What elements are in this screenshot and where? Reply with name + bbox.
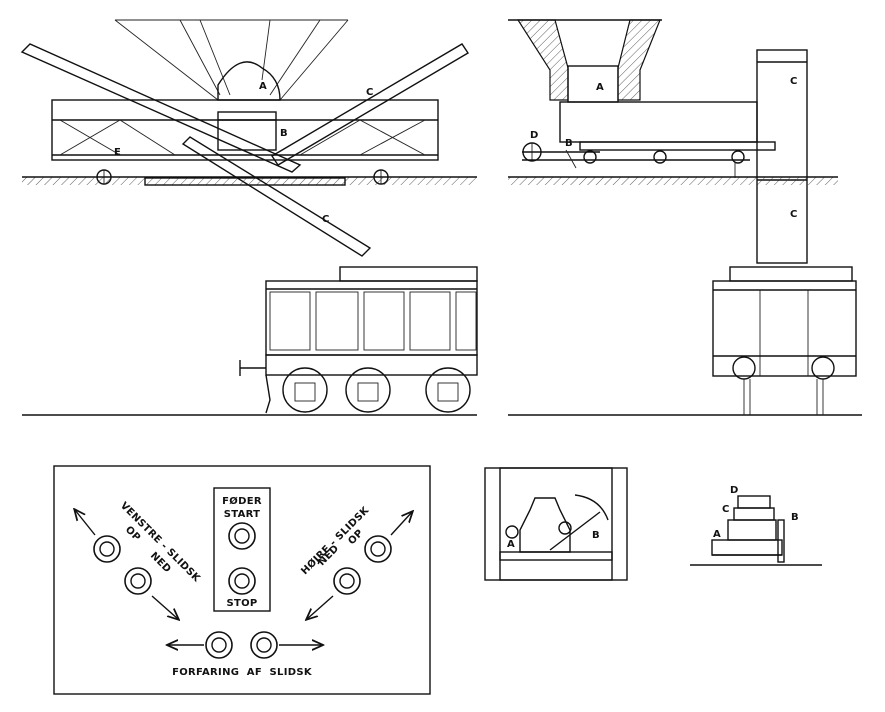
left-chute-down-arrow <box>151 595 178 619</box>
traverse-label: FORFARING AF SLIDSK <box>172 667 313 678</box>
feeder-label: FØDER <box>222 495 262 507</box>
label-a-gate: A <box>507 539 515 550</box>
stack-detail <box>690 495 822 566</box>
feeder-stop-label: STOP <box>226 598 257 609</box>
label-b-right: B <box>565 138 573 149</box>
label-b-gate: B <box>592 530 600 541</box>
label-b-stack: B <box>791 512 799 523</box>
left-chute-up-arrow <box>75 510 96 536</box>
top-right-view <box>508 19 838 264</box>
label-d-stack: D <box>730 485 738 496</box>
label-c: C <box>366 87 373 98</box>
railcar-side-view <box>22 266 478 416</box>
feeder-start-button[interactable] <box>228 522 256 550</box>
label-a: A <box>259 81 267 92</box>
top-left-view <box>20 19 477 257</box>
label-b: B <box>280 128 288 139</box>
traverse-left-button[interactable] <box>205 631 233 659</box>
right-chute-down-arrow <box>307 595 334 619</box>
label-e: E <box>114 147 121 158</box>
traverse-right-button[interactable] <box>250 631 278 659</box>
feeder-start-label: START <box>224 509 261 520</box>
control-panel <box>53 465 431 695</box>
label-c-right-top: C <box>790 76 797 87</box>
right-chute-up-button[interactable] <box>364 535 392 563</box>
gate-detail <box>484 467 628 581</box>
right-chute-down-label: NED <box>316 543 341 568</box>
right-chute-label: HØJRE - SLIDSK <box>299 504 372 577</box>
label-d: D <box>530 130 538 141</box>
right-chute-up-arrow <box>390 512 412 536</box>
feeder-stop-button[interactable] <box>228 567 256 595</box>
label-a-stack: A <box>713 529 721 540</box>
label-a-right: A <box>596 82 604 93</box>
left-chute-down-button[interactable] <box>124 567 152 595</box>
label-c-lower: C <box>322 214 329 225</box>
label-c-stack: C <box>722 504 729 515</box>
railcar-end-view <box>508 266 862 416</box>
left-chute-up-button[interactable] <box>93 535 121 563</box>
label-c-right-bottom: C <box>790 209 797 220</box>
right-chute-down-button[interactable] <box>333 567 361 595</box>
